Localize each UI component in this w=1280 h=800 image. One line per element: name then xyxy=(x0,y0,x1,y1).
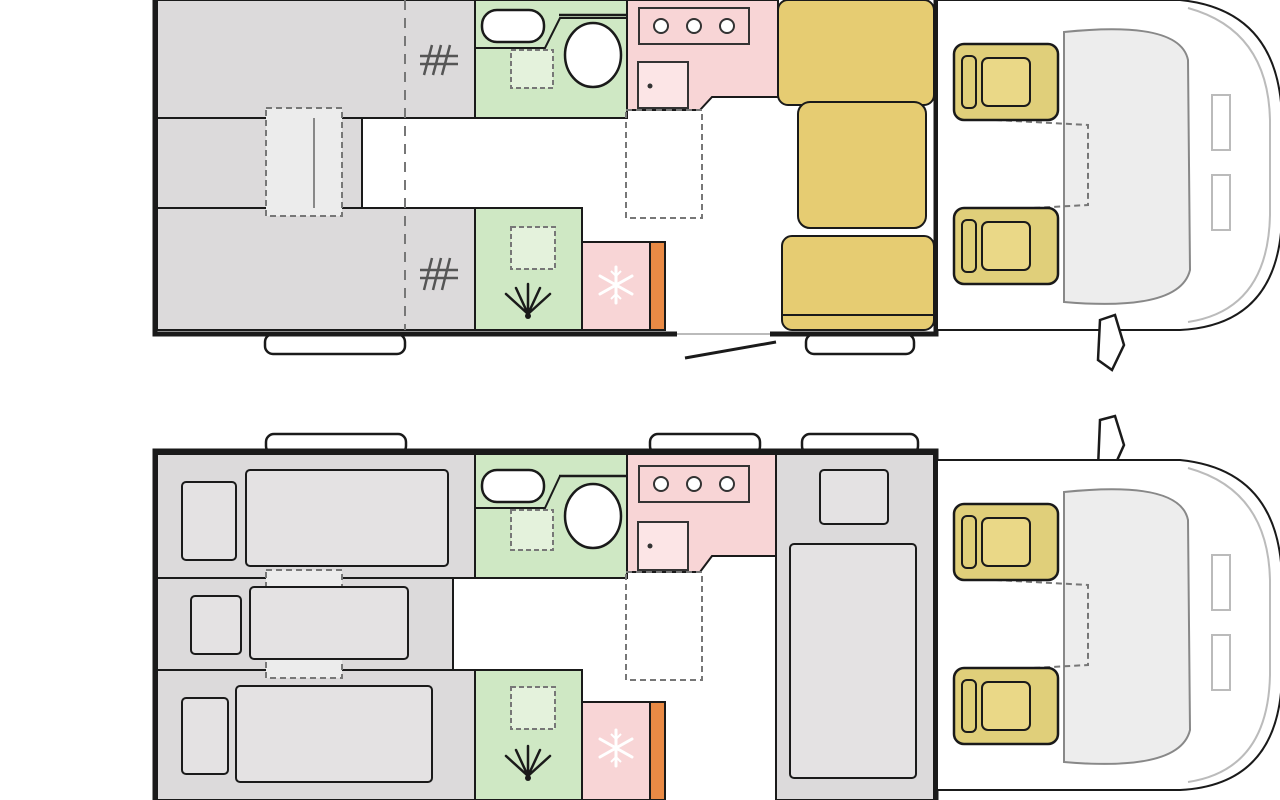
mattress-icon xyxy=(245,469,449,567)
sink-icon xyxy=(637,61,689,109)
pillow-icon xyxy=(181,481,237,561)
day-layout xyxy=(152,0,1280,372)
hob-burner-icon xyxy=(638,465,750,503)
entrance-door-icon xyxy=(684,340,777,360)
dinette xyxy=(777,0,935,106)
night-layout xyxy=(152,414,1280,800)
rear-lounge xyxy=(156,0,476,119)
rail-icon xyxy=(420,44,458,76)
washbasin-icon xyxy=(480,468,546,504)
sink-icon xyxy=(637,521,689,571)
hob-burner-icon xyxy=(638,7,750,45)
rail-icon xyxy=(420,257,458,291)
washbasin-icon xyxy=(480,8,546,44)
